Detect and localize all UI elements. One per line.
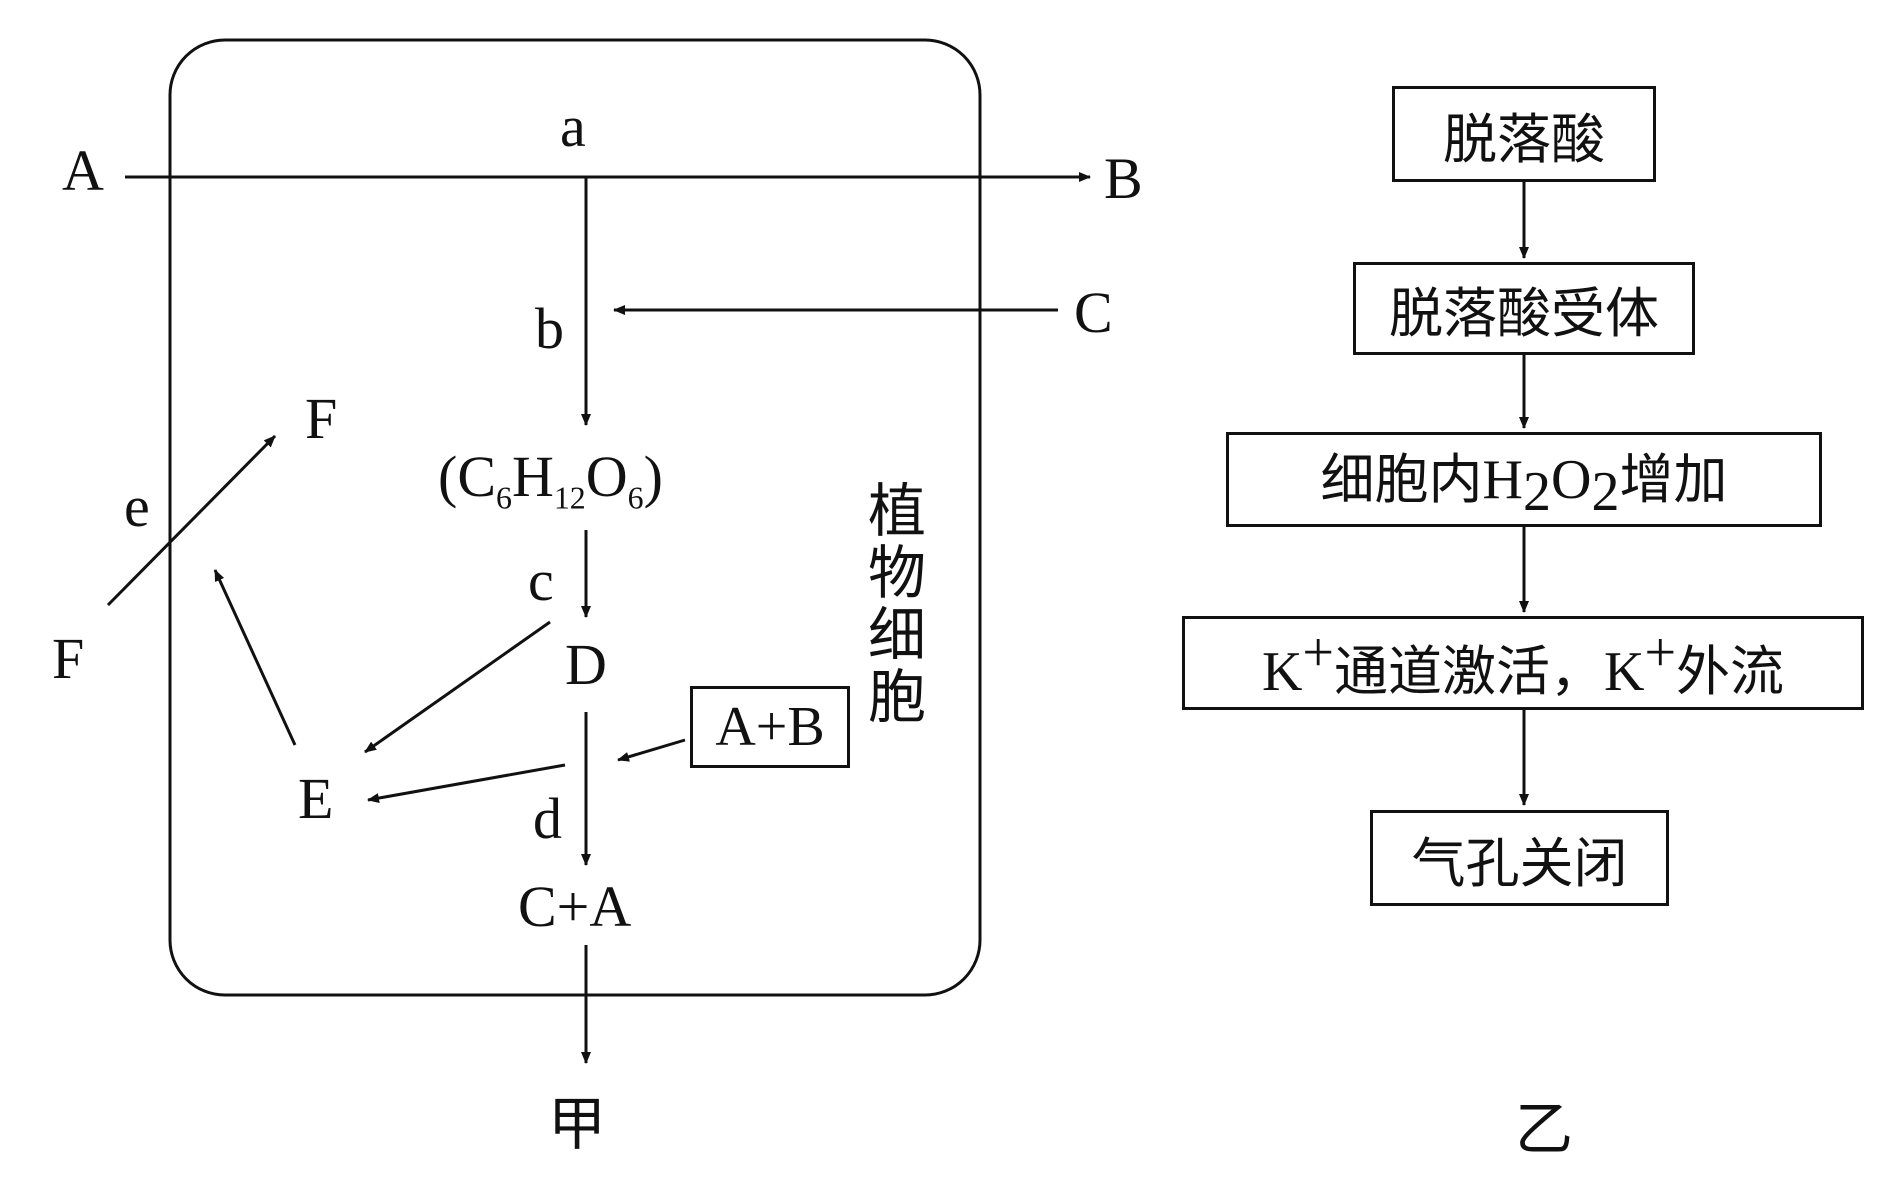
- arrow-f-to-f: [106, 434, 277, 607]
- flow-step-k-channel: K+通道激活，K+外流: [1182, 616, 1864, 710]
- arrow-d-branch-to-e: [367, 763, 566, 803]
- arrow-e-up: [213, 569, 297, 746]
- s3-h-count: 2: [1523, 460, 1551, 523]
- flow-step-4-text: K+通道激活，K+外流: [1262, 621, 1784, 706]
- label-ca: C+A: [518, 874, 632, 939]
- ab-box-label: A+B: [715, 696, 825, 758]
- s3-post: 增加: [1619, 448, 1728, 512]
- label-b-out: B: [1104, 146, 1143, 211]
- s4-k2: K: [1604, 640, 1645, 703]
- label-a-in: A: [62, 138, 104, 203]
- caption-yi: 乙: [1515, 1095, 1574, 1163]
- flow-step-abscisic-acid: 脱落酸: [1392, 86, 1656, 182]
- s4-mid: 通道激活，: [1334, 639, 1604, 703]
- flow-step-receptor: 脱落酸受体: [1353, 262, 1695, 355]
- flow-step-5-text: 气孔关闭: [1411, 831, 1628, 895]
- flow-step-3-text: 细胞内H2O2增加: [1321, 435, 1728, 524]
- caption-jia: 甲: [548, 1090, 607, 1158]
- plant-cell-label: 植物细胞: [867, 477, 926, 731]
- flow-step-stomata-close: 气孔关闭: [1370, 810, 1669, 906]
- glucose-h-count: 12: [553, 480, 586, 516]
- label-e: E: [298, 766, 334, 831]
- s3-pre: 细胞内: [1320, 448, 1483, 512]
- glucose-close: ): [643, 444, 663, 509]
- flow-step-h2o2: 细胞内H2O2增加: [1226, 432, 1822, 527]
- process-label-b: b: [535, 296, 564, 361]
- arrow-d-to-e: [364, 620, 551, 754]
- flow-step-2-text: 脱落酸受体: [1389, 282, 1659, 345]
- label-f-top: F: [305, 386, 338, 451]
- process-label-e: e: [124, 474, 150, 539]
- glucose-open: (C: [438, 444, 496, 509]
- s3-h: H: [1482, 449, 1523, 512]
- s3-o-count: 2: [1591, 460, 1620, 523]
- glucose-c-count: 6: [496, 480, 512, 516]
- arrow-ab-to-d: [617, 738, 686, 762]
- s3-o: O: [1551, 449, 1592, 512]
- s4-k2-charge: +: [1644, 621, 1677, 684]
- s4-k1-charge: +: [1302, 621, 1334, 684]
- label-f-left: F: [52, 626, 85, 691]
- label-c-in: C: [1074, 280, 1113, 345]
- ab-box: A+B: [690, 686, 850, 768]
- process-label-d: d: [533, 786, 562, 851]
- glucose-formula: (C6H12O6): [438, 448, 663, 515]
- process-label-c: c: [528, 548, 554, 613]
- s4-k1: K: [1261, 640, 1303, 703]
- plant-cell-outline: [168, 38, 982, 997]
- label-d: D: [565, 632, 607, 697]
- s4-post: 外流: [1676, 639, 1785, 703]
- glucose-o: O: [585, 444, 628, 509]
- flow-step-1-text: 脱落酸: [1443, 107, 1605, 171]
- process-label-a: a: [560, 94, 586, 159]
- glucose-o-count: 6: [627, 480, 644, 516]
- glucose-h: H: [511, 444, 554, 509]
